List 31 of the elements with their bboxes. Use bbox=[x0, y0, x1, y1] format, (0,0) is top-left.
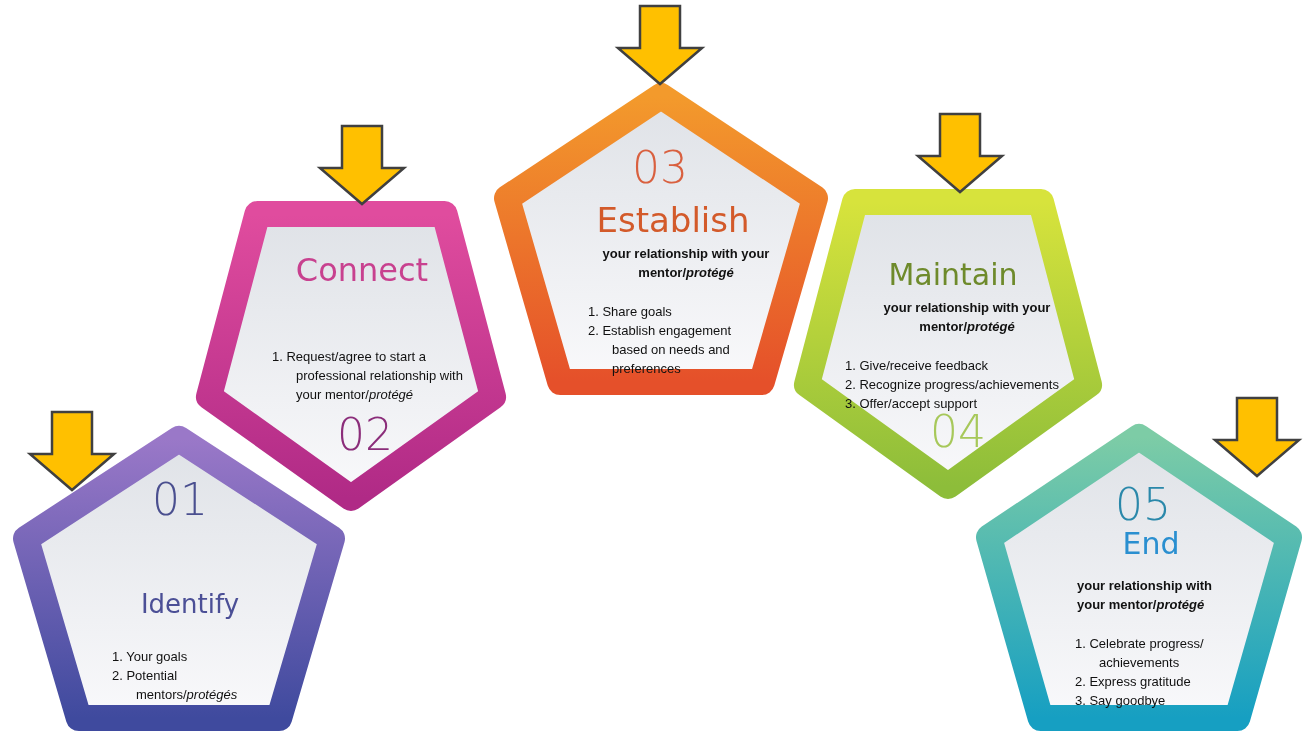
pentagon-card bbox=[793, 188, 1103, 500]
list-item: 2. Establish engagement based on needs and preferences bbox=[588, 322, 733, 378]
list-item: 2. Express gratitude bbox=[1075, 673, 1192, 691]
block-arrow bbox=[914, 112, 1006, 194]
list-item: 1. Give/receive feedback bbox=[845, 357, 990, 375]
list-item: 2. Potential mentors/protégés bbox=[112, 667, 239, 704]
step-subtitle: your relationship with your mentor/protégé bbox=[1077, 577, 1214, 614]
list-item: 1. Your goals bbox=[112, 648, 189, 666]
list-item: 3. Offer/accept support bbox=[845, 395, 978, 413]
list-item: 1. Request/agree to start a professional relationship with your mentor/protégé bbox=[272, 348, 464, 404]
pentagon-card bbox=[493, 82, 829, 396]
block-arrow bbox=[614, 4, 706, 86]
list-item: 1. Share goals bbox=[588, 303, 673, 321]
step-number: 04 bbox=[930, 410, 987, 454]
step-subtitle: your relationship with your mentor/protégé bbox=[882, 299, 1052, 336]
step-title: Connect bbox=[294, 252, 430, 289]
block-arrow bbox=[1211, 396, 1303, 478]
step-subtitle: your relationship with your mentor/protégé bbox=[601, 245, 771, 282]
list-item: 2. Recognize progress/achievements bbox=[845, 376, 1060, 394]
block-arrow bbox=[26, 410, 118, 492]
step-title: Establish bbox=[595, 201, 751, 241]
step-title: Identify bbox=[139, 590, 241, 620]
step-title: Maintain bbox=[887, 258, 1019, 293]
step-number: 02 bbox=[336, 413, 394, 457]
list-item: 1. Celebrate progress/ achievements bbox=[1075, 635, 1205, 672]
step-number: 05 bbox=[1114, 483, 1172, 527]
list-item: 3. Say goodbye bbox=[1075, 692, 1167, 710]
block-arrow bbox=[316, 124, 408, 206]
step-title: End bbox=[1121, 527, 1181, 562]
step-number: 01 bbox=[151, 478, 209, 522]
step-number: 03 bbox=[631, 146, 689, 190]
